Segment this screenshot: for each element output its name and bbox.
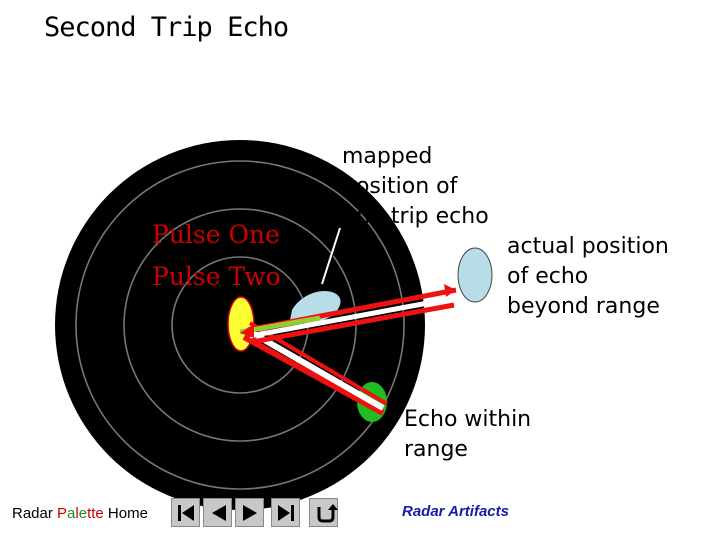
last-icon bbox=[278, 505, 294, 521]
mapped-position-label: mapped position of 2nd trip echo bbox=[342, 142, 489, 232]
pulse-ray-red bbox=[242, 334, 385, 416]
palette-word: Palette bbox=[57, 505, 104, 522]
previous-icon bbox=[212, 505, 226, 521]
last-button[interactable] bbox=[271, 498, 300, 527]
arrowhead bbox=[240, 324, 254, 338]
label-line: of echo bbox=[507, 264, 589, 289]
label-line: actual position bbox=[507, 234, 669, 259]
palette-prefix: Radar bbox=[12, 505, 58, 522]
return-button[interactable] bbox=[309, 498, 338, 527]
label-line: 2nd trip echo bbox=[342, 204, 489, 229]
palette-letter: a bbox=[67, 505, 76, 522]
label-line: range bbox=[404, 437, 468, 462]
palette-letter: P bbox=[57, 505, 68, 522]
echo-within-label: Echo within range bbox=[404, 405, 531, 465]
first-icon bbox=[178, 505, 194, 521]
palette-letter: e bbox=[78, 505, 88, 522]
callout-line bbox=[321, 227, 341, 285]
label-line: Echo within bbox=[404, 407, 532, 432]
palette-letter: t bbox=[91, 505, 96, 522]
label-line: position of bbox=[342, 174, 458, 199]
callout-arrowhead bbox=[314, 276, 324, 290]
palette-letter: e bbox=[95, 505, 104, 522]
actual-position-label: actual position of echo beyond range bbox=[507, 232, 669, 322]
pulse-one-label: Pulse One bbox=[152, 220, 280, 249]
radar-artifacts-link[interactable]: Radar Artifacts bbox=[402, 503, 509, 520]
next-button[interactable] bbox=[235, 498, 264, 527]
page-title: Second Trip Echo bbox=[44, 12, 289, 43]
previous-button[interactable] bbox=[203, 498, 232, 527]
arrowhead bbox=[444, 284, 456, 297]
pulse-ray-white bbox=[249, 295, 456, 339]
palette-suffix: Home bbox=[103, 505, 148, 522]
pulse-two-label: Pulse Two bbox=[152, 262, 281, 291]
label-line: beyond range bbox=[507, 294, 660, 319]
next-icon bbox=[243, 505, 257, 521]
palette-letter: l bbox=[75, 505, 79, 522]
range-ring bbox=[75, 160, 405, 490]
actual-echo-shape bbox=[457, 247, 493, 303]
radar-palette-home-link[interactable]: Radar Palette Home bbox=[12, 505, 148, 522]
return-icon bbox=[317, 504, 338, 523]
pulse-ray-red bbox=[251, 302, 455, 345]
palette-letter: t bbox=[87, 505, 92, 522]
first-button[interactable] bbox=[171, 498, 200, 527]
pulse-ray-white bbox=[245, 327, 385, 411]
label-line: mapped bbox=[342, 144, 433, 169]
